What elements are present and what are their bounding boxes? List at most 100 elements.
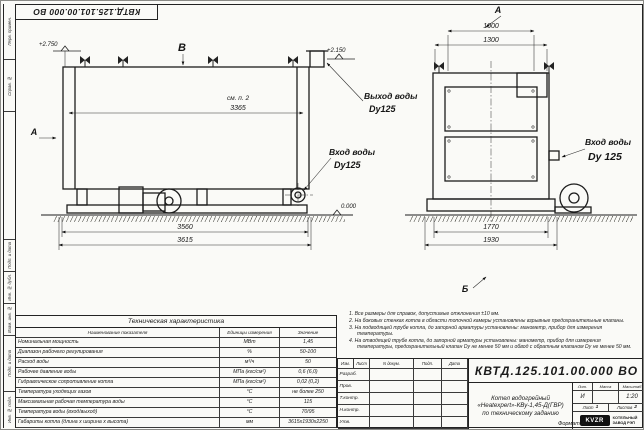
company-logo: KVZR — [579, 415, 610, 426]
tech-cell: 0,6 (6,0) — [280, 368, 336, 379]
note-item: 3. На подводящей трубе котла, до запорно… — [349, 325, 603, 338]
empty-cell — [442, 405, 468, 417]
tech-cell: Диапазон рабочего регулирования — [16, 348, 220, 359]
tech-cell: °С — [220, 398, 280, 409]
header-cell: N докум. — [370, 359, 414, 369]
margin-cell: Инв. № дубл. — [4, 272, 15, 304]
inverted-doc-stamp: КВТД.125.101.00.000 ВО — [15, 4, 158, 20]
role-label: Утв. — [338, 417, 370, 429]
role-label: Н.контр. — [338, 405, 370, 417]
company-name-line: КОТЕЛЬНЫЙ — [612, 416, 638, 421]
sheets-value: 2 — [634, 405, 637, 410]
tech-cell: 1,45 — [280, 338, 336, 349]
tech-cell: 50-100 — [280, 348, 336, 359]
empty-cell — [370, 381, 414, 393]
tech-cell: °С — [220, 388, 280, 399]
tech-table-grid: Наименование показателя Единицы измерени… — [16, 328, 336, 429]
tech-cell: мм — [220, 418, 280, 429]
tech-cell: МПа (кгс/см²) — [220, 368, 280, 379]
empty-cell — [370, 417, 414, 429]
tech-cell: Номинальная мощность — [16, 338, 220, 349]
margin-cell: Инв. № подл. — [7, 396, 12, 424]
tech-header-cell: Единицы измерения — [220, 328, 280, 339]
title-block-header-row: Изм. Лист N докум. Подп. Дата — [338, 359, 468, 369]
margin-cell: Подп. и дата — [4, 240, 15, 272]
lit-label: Лит. — [573, 383, 593, 391]
role-label: Т.контр. — [338, 393, 370, 405]
scale-label: Масштаб — [619, 383, 643, 391]
empty-cell — [414, 369, 442, 381]
margin-cell: Справ. № — [4, 60, 15, 112]
role-label: Разраб. — [338, 369, 370, 381]
empty-cell — [442, 393, 468, 405]
tech-cell: Рабочее давление воды — [16, 368, 220, 379]
left-margin-strip: Перв. примен. Справ. № Подп. и дата Инв.… — [3, 4, 15, 428]
tech-header-cell: Значение — [280, 328, 336, 339]
header-cell: Подп. — [414, 359, 442, 369]
margin-cell: Взам. инв. № — [4, 304, 15, 336]
tech-cell: Максимальная рабочая температура воды — [16, 398, 220, 409]
tech-cell: 3615х1930х2250 — [280, 418, 336, 429]
ground-hatch-right — [409, 216, 633, 222]
empty-cell — [370, 369, 414, 381]
header-cell: Дата — [442, 359, 468, 369]
tech-cell: Температура уходящих газов — [16, 388, 220, 399]
product-line: Котел водогрейный — [491, 394, 550, 402]
empty-cell — [414, 381, 442, 393]
scale-value: 1:20 — [626, 394, 638, 400]
tech-cell: м³/ч — [220, 358, 280, 369]
lit-value: И — [573, 391, 593, 403]
note-item: 1. Все размеры для справок, допустимые о… — [349, 311, 500, 317]
tech-cell: Температура воды (вход/выход) — [16, 408, 220, 419]
tech-cell: °С — [220, 408, 280, 419]
sheets-label: Листов — [617, 405, 633, 410]
title-block-roles: Разраб. Пров. Т.контр. Н.контр. Утв. — [338, 369, 468, 429]
tech-cell: не более 250 — [280, 388, 336, 399]
empty-cell — [414, 393, 442, 405]
tech-cell: 115 — [280, 398, 336, 409]
title-block: Изм. Лист N докум. Подп. Дата Разраб. Пр… — [337, 358, 643, 429]
ground-hatch-left — [53, 216, 345, 222]
mass-label: Масса — [593, 383, 619, 391]
role-label: Пров. — [338, 381, 370, 393]
tech-cell: 70/95 — [280, 408, 336, 419]
company-name-line: ЗАВОД РЭП — [612, 420, 636, 425]
empty-cell — [414, 417, 442, 429]
lit-mass-scale: Лит. Масса Масштаб И 1:20 — [572, 383, 643, 403]
header-cell: Изм. — [338, 359, 354, 369]
company-cell: KVZR КОТЕЛЬНЫЙ ЗАВОД РЭП — [572, 411, 643, 429]
company-name: КОТЕЛЬНЫЙ ЗАВОД РЭП — [613, 416, 638, 425]
doc-number: КВТД.125.101.00.000 ВО — [468, 359, 643, 383]
product-line: по техническому заданию — [482, 409, 559, 417]
format-label: Формат А3 — [558, 421, 589, 427]
sheet-label: Лист — [582, 405, 594, 410]
empty-cell — [414, 405, 442, 417]
margin-cell: Подп. и дата — [4, 336, 15, 392]
tech-cell: МПа (кгс/см²) — [220, 378, 280, 389]
product-name: Котел водогрейный «Heatexpert»-КВу-1,45-… — [468, 383, 572, 429]
empty-cell — [442, 369, 468, 381]
empty-cell — [370, 405, 414, 417]
tech-cell: 0,02 (0,2) — [280, 378, 336, 389]
tech-cell: Габариты котла (длина х ширина х высота) — [16, 418, 220, 429]
drawing-notes: 1. Все размеры для справок, допустимые о… — [349, 311, 637, 352]
empty-cell — [442, 381, 468, 393]
tech-cell: % — [220, 348, 280, 359]
empty-cell — [370, 393, 414, 405]
tech-cell: МВт — [220, 338, 280, 349]
note-item: 4. На отводящей трубе котла, до запорной… — [349, 338, 632, 351]
stamp-text: КВТД.125.101.00.000 ВО — [32, 7, 141, 17]
tech-table-title: Техническая характеристика — [16, 316, 336, 328]
tech-cell: Гидравлическое сопротивление котла — [16, 378, 220, 389]
margin-cell: Перв. примен. — [4, 4, 15, 60]
empty-cell — [442, 417, 468, 429]
margin-cell — [4, 112, 15, 240]
mass-value — [593, 391, 619, 403]
tech-characteristics-table: Техническая характеристика Наименование … — [15, 315, 337, 429]
tech-header-cell: Наименование показателя — [16, 328, 220, 339]
tech-cell: Расход воды — [16, 358, 220, 369]
product-line: «Heatexpert»-КВу-1,45-Д(ГВР) — [477, 402, 564, 410]
